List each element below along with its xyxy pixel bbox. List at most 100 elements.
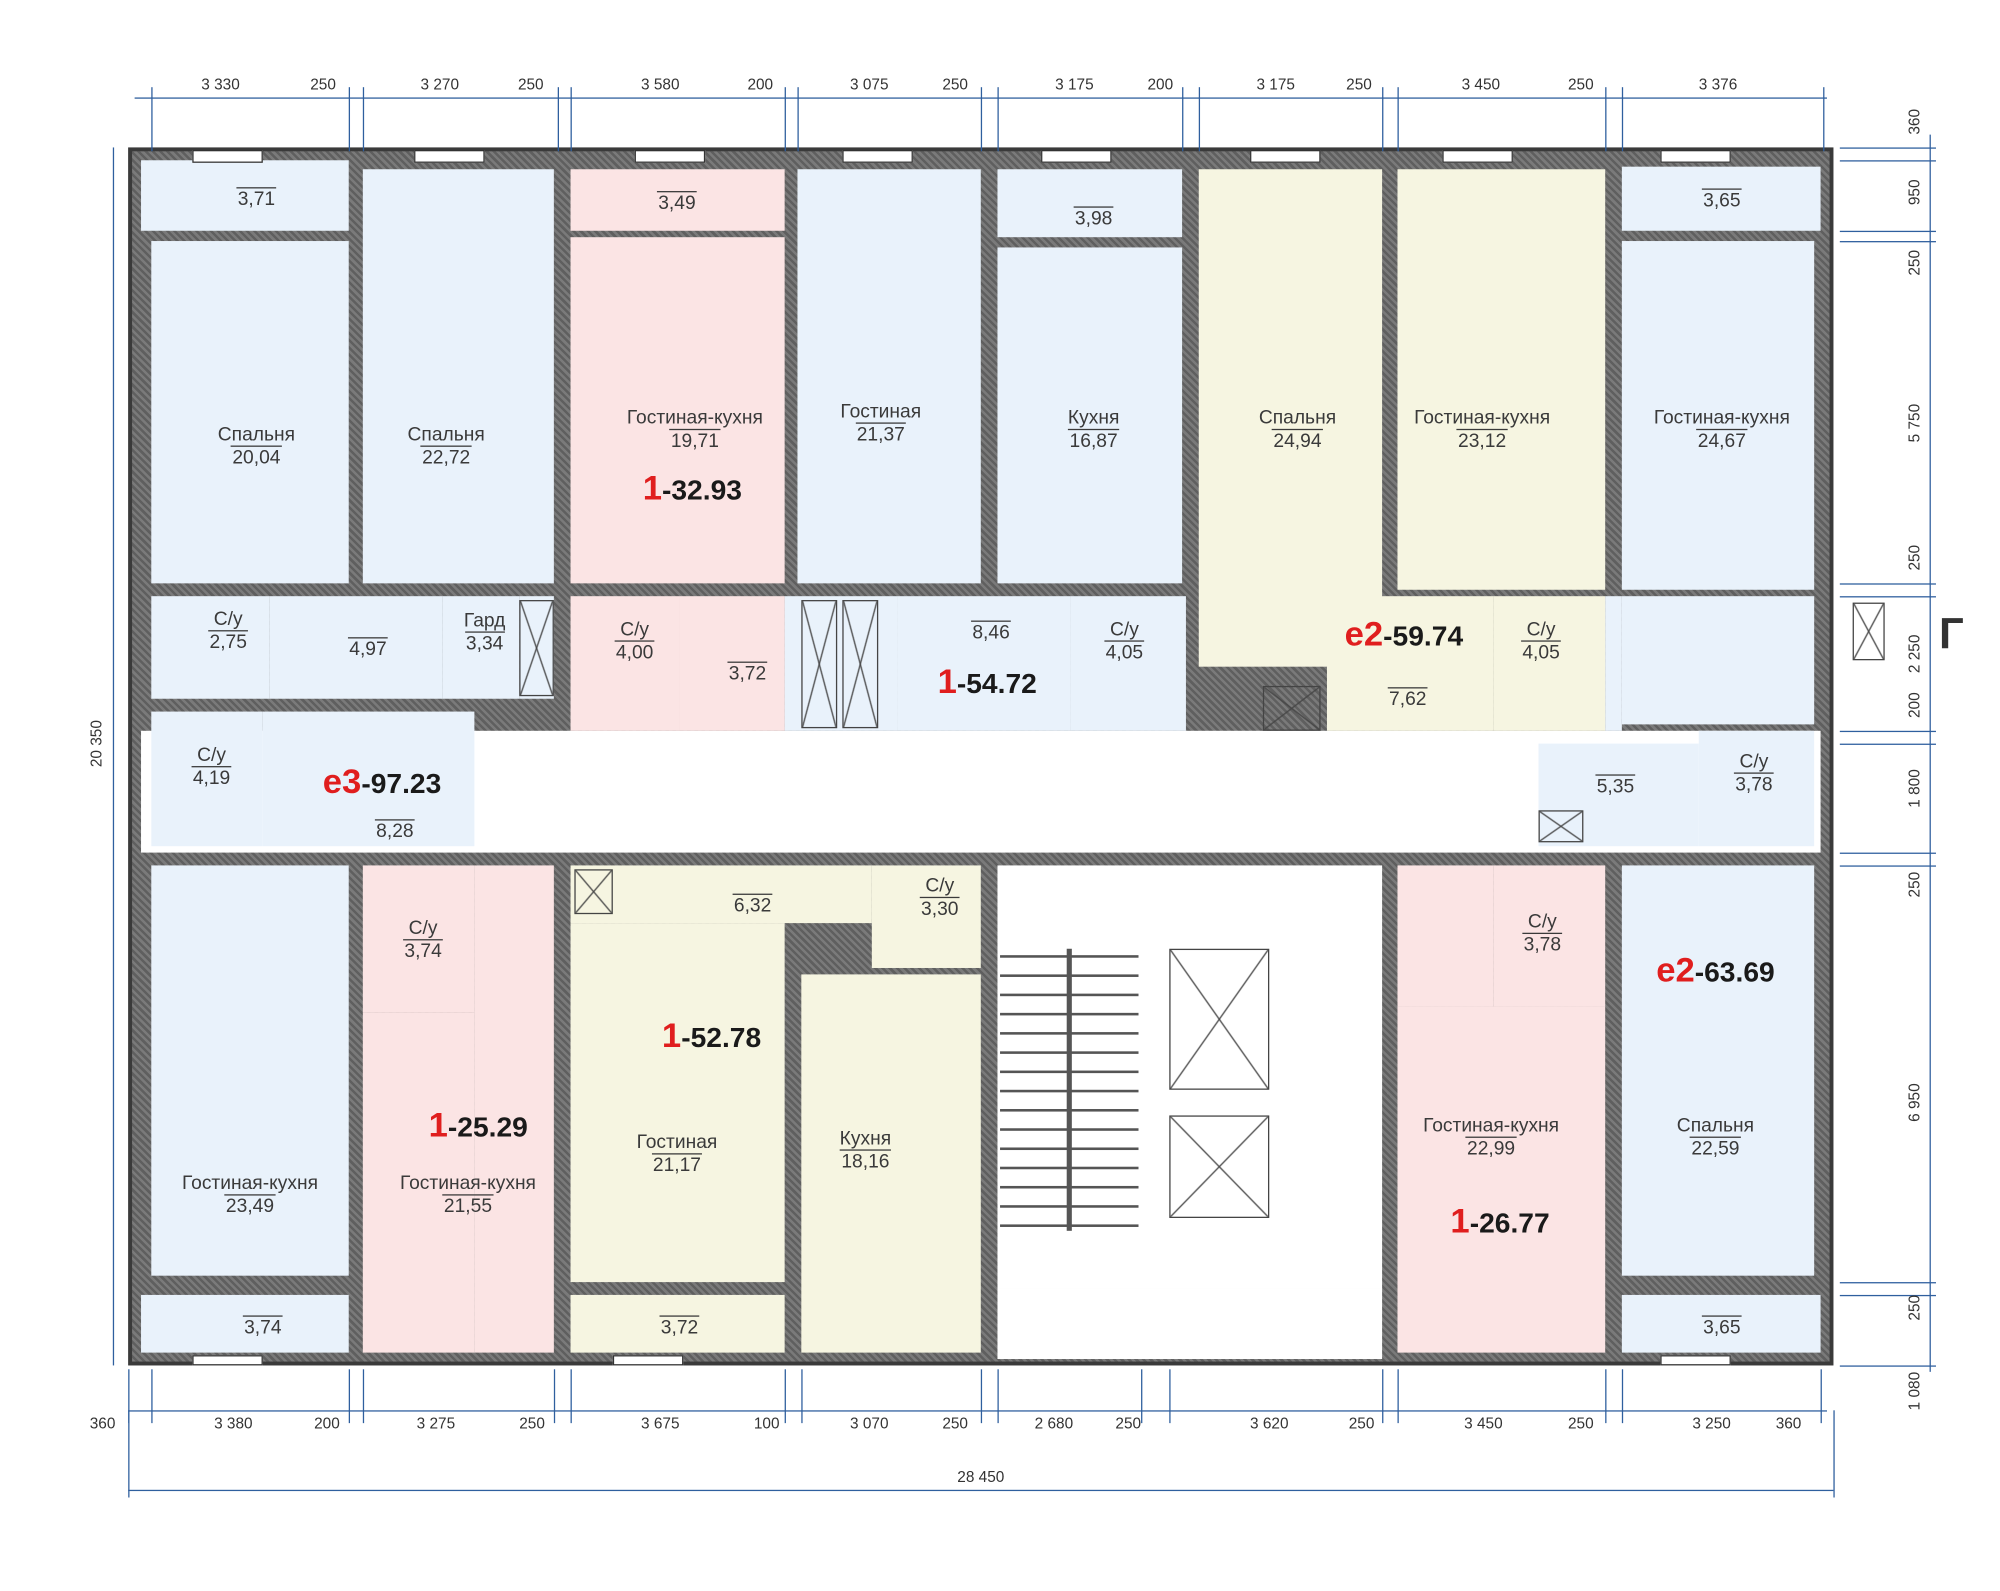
room [262, 711, 475, 847]
apartment-type: 1 [642, 468, 662, 508]
room-area: 22,99 [1465, 1136, 1517, 1160]
room-area: 3,72 [727, 661, 768, 685]
dimension-label: 250 [1905, 1294, 1924, 1321]
room-name: С/у [620, 618, 650, 641]
room [269, 596, 443, 699]
dimension-label: 250 [1905, 544, 1924, 571]
dimension-line [151, 1369, 153, 1424]
room-name: Гостиная [636, 1131, 718, 1154]
dimension-line [1382, 1369, 1384, 1424]
dimension-line [570, 1369, 572, 1424]
room-area: 3,49 [656, 191, 697, 215]
room-area: 3,98 [1073, 206, 1114, 230]
dimension-label: 3 380 [214, 1414, 253, 1433]
dimension-label: 250 [1346, 75, 1372, 94]
room-area: 4,05 [1521, 640, 1562, 664]
dimension-line [784, 87, 786, 152]
room-label: 3,72 [659, 1315, 700, 1339]
apartment-label: 1-26.77 [1450, 1202, 1549, 1242]
dimension-label: 3 450 [1461, 75, 1501, 94]
room-area: 24,67 [1696, 428, 1748, 452]
window [1660, 1355, 1731, 1366]
room [151, 865, 349, 1276]
room-name: Гостиная-кухня [1423, 1114, 1560, 1137]
room [1621, 1294, 1821, 1353]
room-area: 3,72 [659, 1315, 700, 1339]
dimension-line [997, 1369, 999, 1424]
room-area: 8,28 [374, 819, 415, 843]
window [1250, 150, 1321, 163]
apartment-type: e2 [1344, 614, 1384, 654]
dimension-line [128, 1489, 1834, 1492]
room [570, 923, 785, 1283]
dimension-line [1839, 852, 1936, 854]
window [612, 1355, 684, 1366]
dimension-line [1182, 87, 1184, 152]
room-name: Спальня [1258, 407, 1337, 429]
room-area: 4,00 [614, 640, 655, 664]
dimension-label: 1 080 [1905, 1371, 1924, 1411]
room [141, 160, 349, 231]
room-area: 4,05 [1104, 640, 1145, 664]
dimension-line [1839, 865, 1936, 867]
room-area: 3,74 [403, 939, 444, 963]
dimension-line [362, 1369, 365, 1424]
room-area [1397, 865, 1494, 1007]
room-name: Гард [463, 609, 506, 632]
room-area: 3,74 [242, 1315, 283, 1339]
room-area: 21,37 [855, 422, 907, 446]
apartment-area: -63.69 [1694, 955, 1775, 988]
dimension-line [1839, 230, 1936, 233]
dimension-label: 3 075 [850, 75, 889, 94]
dimension-line [1397, 87, 1399, 152]
room-area: 23,49 [224, 1194, 276, 1218]
room [1326, 596, 1494, 731]
room-label: 3,65 [1701, 188, 1742, 212]
dimension-line [980, 87, 983, 152]
room [570, 237, 785, 584]
dimension-label: 3 675 [641, 1414, 680, 1433]
apartment-area: -26.77 [1469, 1207, 1550, 1240]
dimension-line [1929, 134, 1931, 1372]
window [842, 150, 913, 163]
dimension-label: 3 270 [420, 75, 460, 94]
dimension-label: 200 [314, 1414, 340, 1433]
ventilation-shaft [842, 600, 879, 729]
room [1621, 241, 1815, 590]
dimension-line [1397, 1369, 1399, 1424]
dimension-line [1839, 596, 1936, 598]
apartment-type: 1 [661, 1016, 682, 1055]
dimension-label: 28 450 [957, 1468, 1005, 1486]
room-name: Гостиная-кухня [626, 407, 763, 429]
dimension-label: 6 950 [1905, 1083, 1924, 1122]
room-name: С/у [1526, 618, 1556, 641]
ventilation-shaft [1262, 685, 1321, 731]
room [1493, 596, 1606, 731]
room [1493, 865, 1606, 1007]
room-area: 21,55 [442, 1194, 494, 1218]
apartment-area: -52.78 [681, 1021, 762, 1054]
dimension-label: 250 [310, 75, 336, 94]
room-area: 24,94 [1272, 428, 1323, 452]
room-name: С/у [925, 875, 955, 897]
dimension-label: 250 [1567, 1414, 1594, 1433]
room [1621, 865, 1815, 1276]
apartment-type: 1 [1450, 1201, 1470, 1241]
dimension-line [557, 87, 559, 152]
room-name: Спальня [407, 423, 485, 446]
dimension-label: 3 175 [1256, 75, 1295, 94]
dimension-label: 250 [519, 1414, 545, 1433]
ventilation-shaft [1538, 810, 1584, 843]
room-name: Гостиная-кухня [399, 1172, 536, 1195]
dimension-label: 250 [517, 75, 544, 94]
dimension-line [797, 87, 799, 152]
room-area: 4,19 [191, 766, 232, 790]
